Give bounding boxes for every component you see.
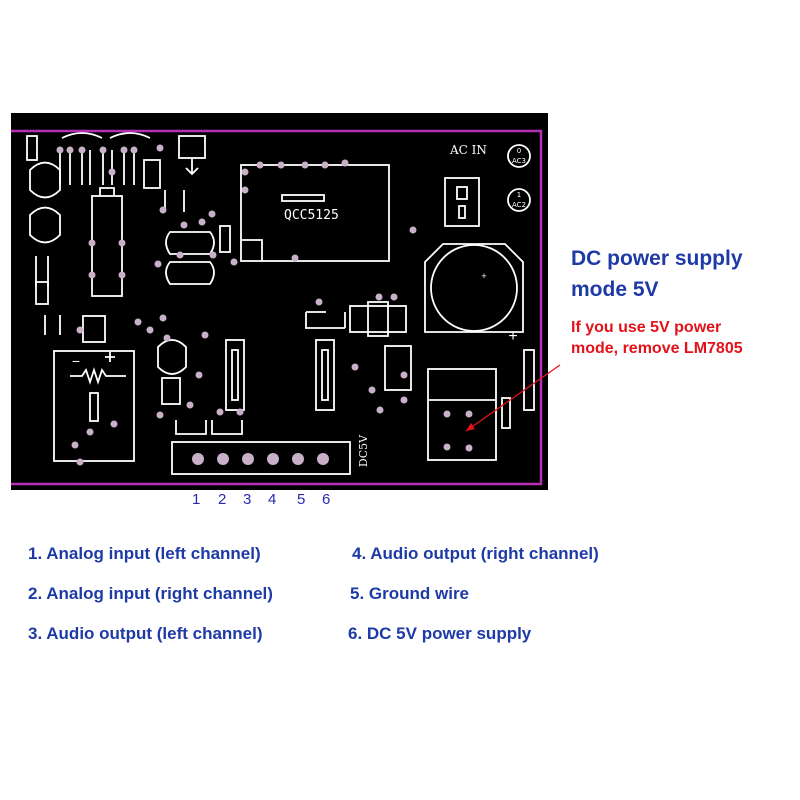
arrow-head — [466, 423, 475, 431]
connector-pins — [192, 453, 329, 465]
connector-pin-6 — [317, 453, 329, 465]
callout-title-line1: DC power supply — [571, 247, 743, 270]
pcb-board — [11, 113, 548, 490]
legend-item-3: 3. Audio output (left channel) — [28, 624, 263, 643]
ac2-label: AC2 — [512, 201, 526, 209]
callout-arrow — [465, 364, 561, 432]
connector-pin-4 — [267, 453, 279, 465]
legend-item-6: 6. DC 5V power supply — [348, 624, 532, 643]
cap-plus-mark: + — [481, 271, 486, 281]
ac3-number: 0 — [517, 147, 521, 155]
component-pads — [56, 144, 473, 466]
dc5v-label: DC5V — [357, 434, 370, 467]
silkscreen — [26, 132, 535, 475]
ac3-label: AC3 — [512, 157, 526, 165]
connector-pin-2 — [217, 453, 229, 465]
pin-number-6: 6 — [322, 491, 331, 508]
pin-number-4: 4 — [268, 491, 277, 508]
pin-number-3: 3 — [243, 491, 252, 508]
pin-number-2: 2 — [218, 491, 227, 508]
chip-label: QCC5125 — [284, 208, 339, 223]
pin-number-1: 1 — [192, 491, 201, 508]
connector-pin-1 — [192, 453, 204, 465]
pin-number-5: 5 — [297, 491, 306, 508]
board-outline — [11, 129, 543, 486]
callout-title-line2: mode 5V — [571, 278, 659, 301]
legend-item-5: 5. Ground wire — [350, 584, 470, 603]
legend-item-1: 1. Analog input (left channel) — [28, 544, 261, 563]
cap-plus-mark-2: + — [508, 328, 517, 345]
connector-pin-5 — [292, 453, 304, 465]
minus-mark: − — [72, 353, 80, 369]
connector-pin-3 — [242, 453, 254, 465]
legend-item-4: 4. Audio output (right channel) — [352, 544, 599, 563]
legend-item-2: 2. Analog input (right channel) — [28, 584, 273, 603]
ac2-number: 1 — [517, 191, 521, 199]
ac-in-label: AC IN — [449, 143, 487, 157]
callout-note-line2: mode, remove LM7805 — [571, 340, 743, 357]
callout-note-line1: If you use 5V power — [571, 319, 722, 336]
